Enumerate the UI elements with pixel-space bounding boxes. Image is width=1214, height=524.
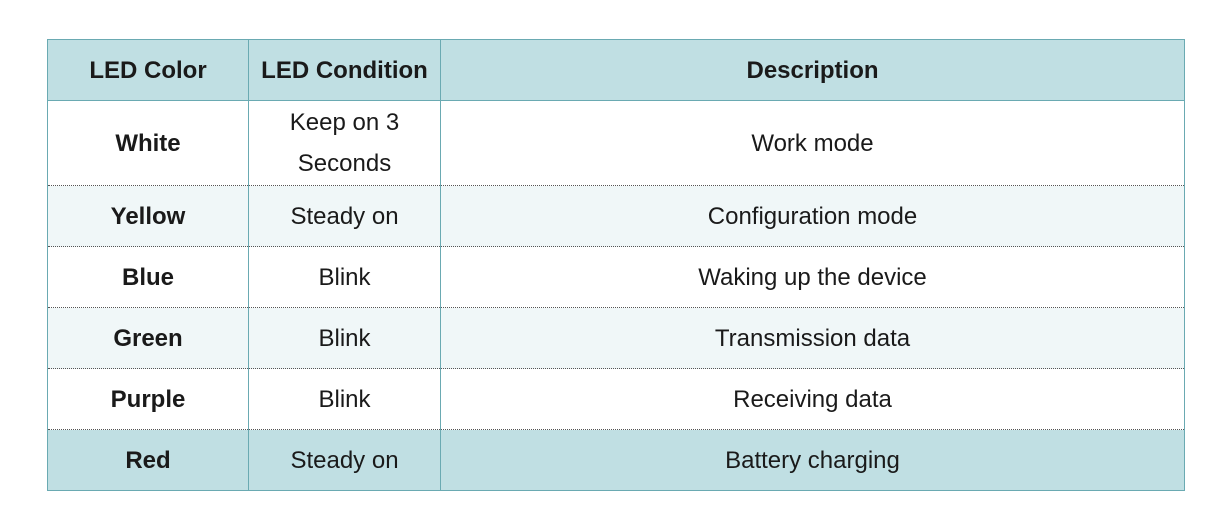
- description-cell: Work mode: [440, 100, 1185, 186]
- table-row: Green Blink Transmission data: [47, 307, 1185, 369]
- table-row: Blue Blink Waking up the device: [47, 246, 1185, 308]
- led-condition-cell: Blink: [248, 246, 441, 308]
- description-cell: Battery charging: [440, 429, 1185, 491]
- led-condition-cell: Steady on: [248, 185, 441, 247]
- led-color-cell: Red: [47, 429, 249, 491]
- led-status-table: LED Color LED Condition Description Whit…: [47, 39, 1185, 491]
- led-condition-cell: Keep on 3 Seconds: [248, 100, 441, 186]
- table-row: Red Steady on Battery charging: [47, 429, 1185, 491]
- led-condition-cell: Steady on: [248, 429, 441, 491]
- led-color-cell: Purple: [47, 368, 249, 430]
- header-led-condition: LED Condition: [248, 39, 441, 101]
- table-row: Purple Blink Receiving data: [47, 368, 1185, 430]
- table-row: White Keep on 3 Seconds Work mode: [47, 100, 1185, 186]
- description-cell: Receiving data: [440, 368, 1185, 430]
- led-color-cell: Green: [47, 307, 249, 369]
- led-color-cell: Blue: [47, 246, 249, 308]
- led-color-cell: White: [47, 100, 249, 186]
- description-cell: Configuration mode: [440, 185, 1185, 247]
- table-header-row: LED Color LED Condition Description: [47, 39, 1185, 101]
- led-condition-cell: Blink: [248, 307, 441, 369]
- led-condition-cell: Blink: [248, 368, 441, 430]
- led-color-cell: Yellow: [47, 185, 249, 247]
- header-led-color: LED Color: [47, 39, 249, 101]
- description-cell: Waking up the device: [440, 246, 1185, 308]
- header-description: Description: [440, 39, 1185, 101]
- description-cell: Transmission data: [440, 307, 1185, 369]
- table-row: Yellow Steady on Configuration mode: [47, 185, 1185, 247]
